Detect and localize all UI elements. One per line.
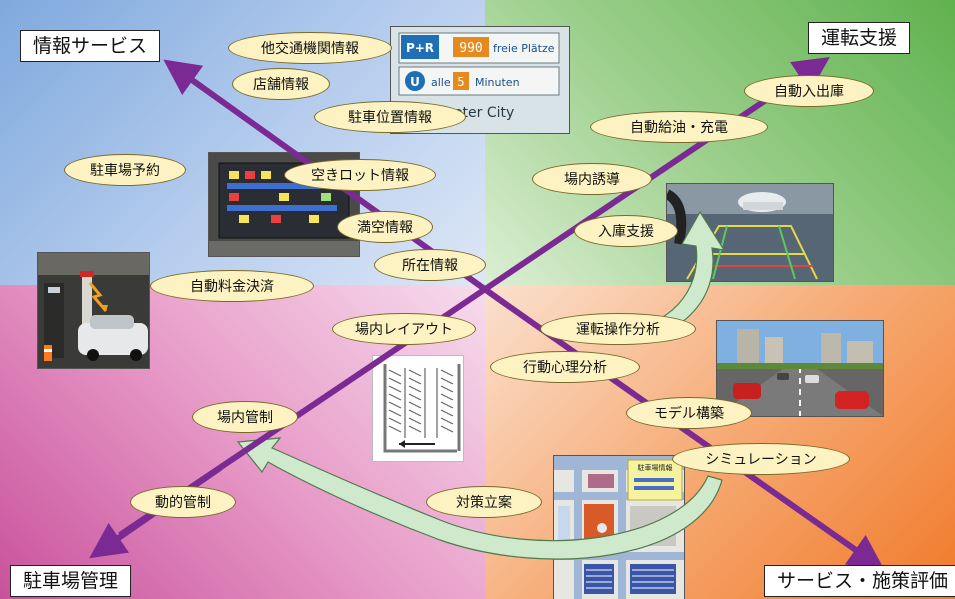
label-store-info: 店舗情報: [232, 68, 330, 100]
axis-arrow-to-evaluation: [498, 297, 885, 571]
sign-free-text: freie Plätze: [493, 42, 555, 55]
label-simulation: シミュレーション: [672, 443, 850, 475]
sign-pr-text: P+R: [406, 41, 434, 55]
corner-title-evaluation: サービス・施策評価: [764, 565, 955, 597]
sign-alle-text: alle: [431, 76, 451, 89]
corner-title-information-service: 情報サービス: [20, 30, 161, 62]
label-behavior-psychology-analysis: 行動心理分析: [490, 351, 640, 383]
sign-count: 990: [459, 41, 482, 56]
parking-gate-photo: [37, 252, 150, 369]
sign-minutes-num: 5: [457, 75, 464, 89]
label-in-lot-control: 場内管制: [192, 401, 298, 433]
label-auto-parking: 自動入出庫: [744, 75, 874, 107]
cycle-arrow-lower: [236, 437, 723, 560]
label-parking-reservation: 駐車場予約: [64, 154, 186, 186]
traffic-simulation-image: [716, 320, 884, 417]
parking-layout-drawing: [372, 355, 464, 462]
label-auto-refuel-charge: 自動給油・充電: [590, 111, 768, 143]
label-countermeasure-planning: 対策立案: [426, 486, 542, 518]
corner-title-driving-support: 運転支援: [808, 22, 911, 54]
sign-minutes-text: Minuten: [475, 76, 520, 89]
map-header-text: 駐車場情報: [638, 463, 673, 472]
label-driving-operation-analysis: 運転操作分析: [540, 313, 696, 345]
corner-title-parking-management: 駐車場管理: [10, 565, 132, 597]
axis-arrow-to-driving-support: [118, 56, 830, 538]
label-auto-fee-payment: 自動料金決済: [150, 270, 314, 302]
label-dynamic-control: 動的管制: [130, 486, 236, 518]
label-in-lot-layout: 場内レイアウト: [332, 313, 476, 345]
label-location-info: 所在情報: [374, 249, 486, 281]
label-model-building: モデル構築: [626, 397, 752, 429]
label-vacant-lot-info: 空きロット情報: [284, 159, 436, 191]
label-parking-assist: 入庫支援: [574, 215, 678, 247]
label-parking-position-info: 駐車位置情報: [314, 101, 466, 133]
sign-u-text: U: [410, 75, 420, 89]
label-full-info: 満空情報: [337, 211, 433, 243]
label-in-lot-guidance: 場内誘導: [532, 163, 652, 195]
label-other-transport-info: 他交通機関情報: [228, 32, 392, 64]
